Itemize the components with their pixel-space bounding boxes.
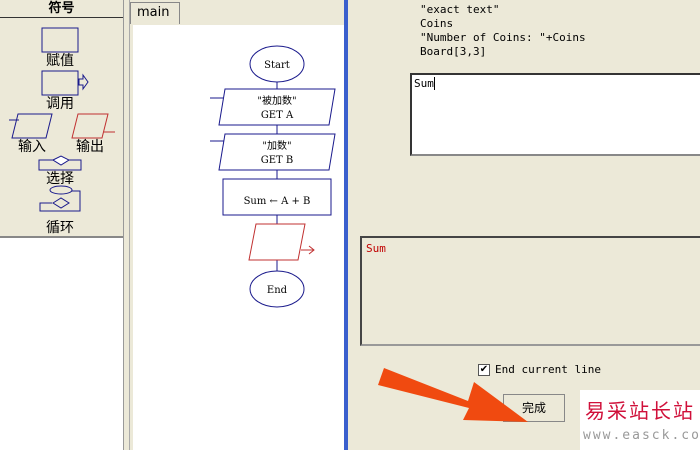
output-arrow-icon [301, 245, 315, 255]
symbol-panel: 符号 赋值 调用 输入 输出 选择 循环 [0, 0, 124, 450]
assign-label: Sum ← A + B [244, 196, 311, 207]
end-current-line-label[interactable]: End current line [495, 363, 601, 376]
input-node-a[interactable] [218, 88, 336, 126]
input-node-b[interactable] [218, 133, 336, 171]
symbol-loop[interactable]: 循环 [46, 220, 74, 236]
input-value: Sum [414, 77, 434, 90]
end-node[interactable] [249, 270, 305, 308]
output-symbol-icon [71, 113, 115, 139]
input-a-get: GET A [261, 110, 294, 121]
symbol-assign[interactable]: 赋值 [46, 53, 74, 69]
symbol-output[interactable]: 输出 [76, 139, 104, 155]
symbol-input[interactable]: 输入 [18, 139, 46, 155]
example-line: "exact text" [420, 3, 500, 16]
end-label: End [267, 285, 288, 296]
start-node[interactable] [249, 45, 305, 83]
window-border [344, 0, 348, 450]
assign-symbol-icon [41, 27, 79, 53]
input-b-prompt: "加数" [262, 139, 291, 152]
assign-node[interactable] [222, 178, 332, 216]
symbol-palette: 符号 赋值 调用 输入 输出 选择 循环 [0, 0, 123, 238]
select-symbol-icon [38, 155, 82, 171]
symbol-call[interactable]: 调用 [46, 96, 74, 112]
end-current-line-checkbox[interactable]: ✔ [478, 364, 490, 376]
example-line: Coins [420, 17, 454, 30]
example-line: "Number of Coins: "+Coins [420, 31, 586, 44]
output-node[interactable] [248, 223, 306, 261]
example-list: "exact text" Coins "Number of Coins: "+C… [420, 3, 586, 59]
loop-symbol-icon [39, 185, 81, 212]
symbol-select[interactable]: 选择 [46, 171, 74, 187]
flowchart: Start "被加数" GET A "加数" GET B Sum ← A + B… [210, 45, 336, 308]
done-button[interactable]: 完成 [503, 394, 565, 422]
start-label: Start [264, 60, 290, 71]
watermark-box [580, 390, 700, 450]
input-symbol-icon [9, 113, 53, 139]
input-b-get: GET B [261, 155, 294, 166]
tab-main[interactable]: main [130, 2, 180, 24]
output-preview: Sum [360, 236, 700, 346]
example-line: Board[3,3] [420, 45, 487, 58]
symbol-shapes [9, 27, 115, 212]
watermark-url: www.easck.com [583, 428, 700, 443]
call-symbol-icon [41, 70, 89, 96]
splitter[interactable] [124, 0, 130, 450]
orange-arrow-icon [378, 368, 528, 422]
palette-title: 符号 [0, 0, 123, 18]
output-expression-input[interactable]: Sum​ [410, 73, 700, 156]
watermark-name: 易采站长站 [585, 399, 695, 423]
input-a-prompt: "被加数" [257, 94, 296, 107]
